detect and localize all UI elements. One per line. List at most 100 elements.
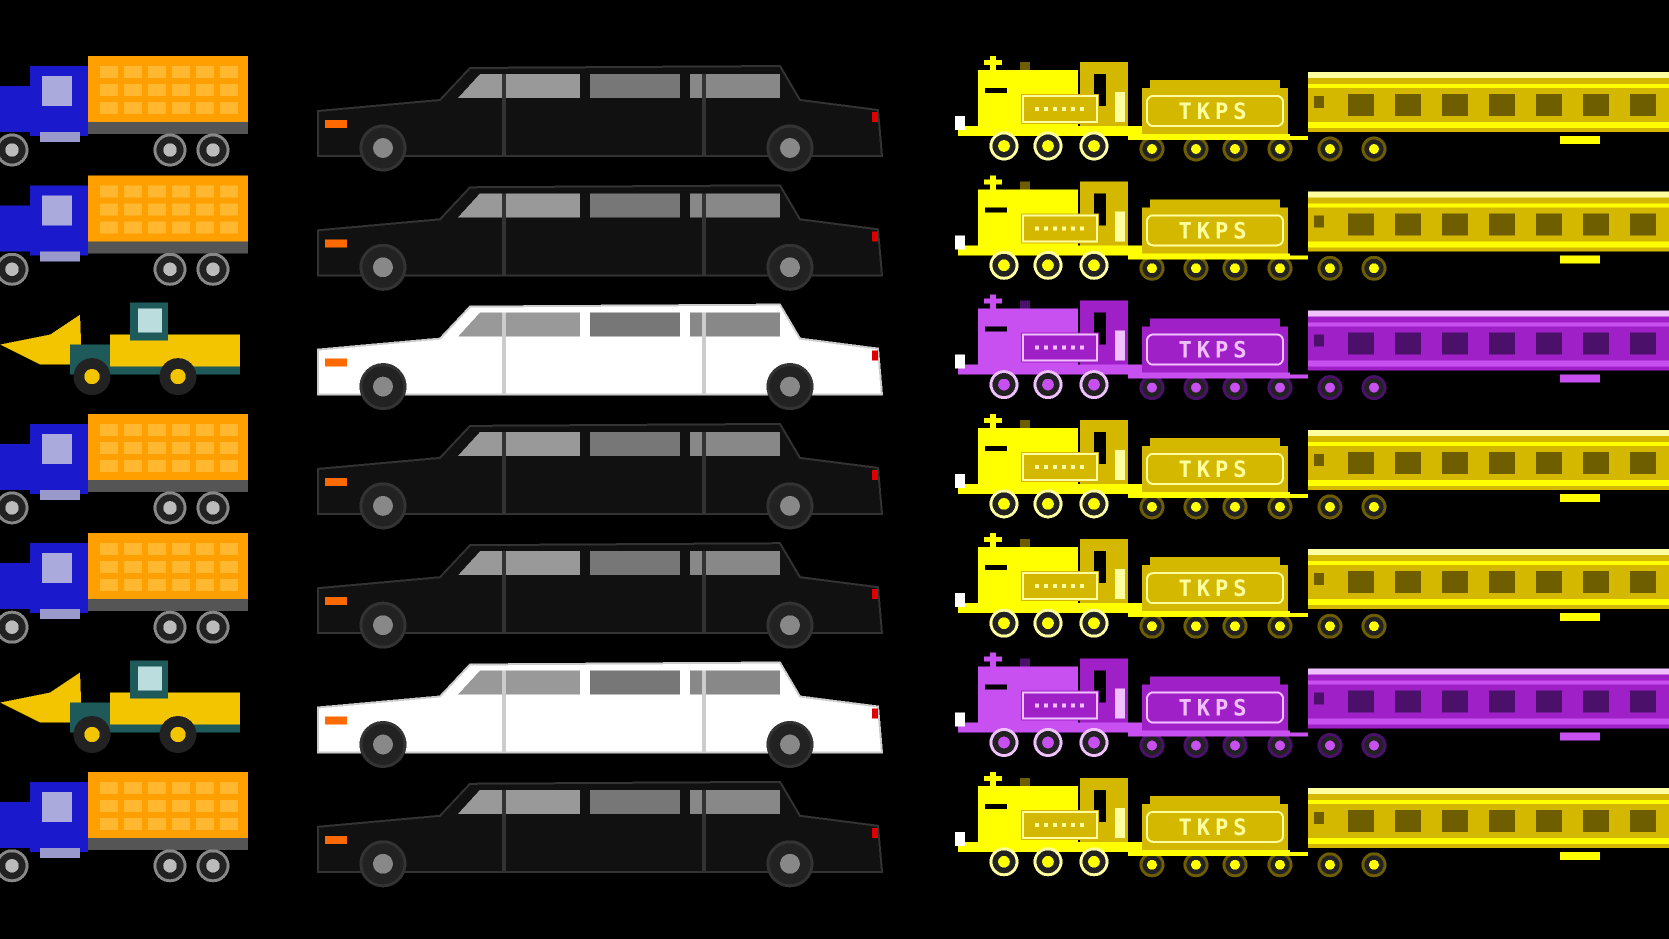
coach-stripe	[1308, 599, 1669, 606]
bed-panel	[100, 799, 118, 812]
coach-stripe	[1308, 441, 1669, 446]
coach-roof	[1308, 429, 1669, 436]
hub	[206, 620, 220, 634]
wheel-loader	[0, 302, 240, 396]
coach-window	[1442, 332, 1468, 355]
loco-wheel	[1033, 608, 1063, 638]
coach-window	[1348, 332, 1374, 355]
bed-panel	[220, 66, 238, 78]
coach-window	[1630, 94, 1656, 116]
tender-wheel	[1222, 733, 1248, 758]
bed-panel	[196, 185, 214, 198]
coach-window	[1583, 451, 1609, 474]
vehicle-row: TKPS	[0, 175, 1669, 291]
door-line	[502, 551, 506, 634]
bed-panel	[148, 203, 166, 216]
bed-panel	[220, 579, 238, 592]
dump-truck	[0, 771, 248, 883]
hub	[998, 736, 1010, 749]
door-line	[502, 670, 506, 753]
tender-wheel	[1222, 852, 1248, 878]
bed-panel	[100, 221, 118, 234]
truck-wheel	[153, 491, 187, 525]
chassis	[80, 479, 248, 492]
nameplate	[1021, 809, 1099, 840]
train-purple: TKPS	[955, 652, 1669, 758]
taillight	[872, 112, 878, 122]
tender-wheel	[1267, 375, 1293, 401]
coach-window	[1395, 690, 1421, 713]
hub	[1042, 498, 1054, 510]
coach-stripe	[1308, 799, 1669, 804]
dump-truck	[0, 175, 248, 286]
buffer	[955, 116, 965, 130]
coach-window	[1489, 571, 1515, 594]
hub	[1275, 501, 1285, 512]
bed-panel	[100, 817, 118, 830]
coach-stripe	[1308, 360, 1669, 367]
coach-window	[1314, 811, 1324, 824]
hub	[1042, 140, 1054, 152]
loco-frame	[958, 722, 1148, 733]
coach-window	[1536, 213, 1562, 236]
bed-panel	[124, 799, 142, 812]
taillight	[872, 350, 878, 361]
tender-plate	[1146, 452, 1284, 485]
rivet	[1080, 584, 1084, 589]
taillight	[872, 708, 878, 719]
rivet	[1053, 822, 1057, 827]
limo-window	[590, 312, 680, 337]
boiler-band	[985, 207, 1007, 213]
tender-label: TKPS	[1179, 339, 1252, 364]
rivet	[1062, 107, 1066, 111]
coach-wheel	[1317, 136, 1343, 162]
limo-window	[590, 789, 680, 814]
chassis	[80, 837, 248, 850]
door-line	[502, 312, 506, 395]
bed-panel	[124, 102, 142, 114]
truck-wheel	[153, 849, 187, 883]
vehicle-row: TKPS	[0, 771, 1669, 888]
hub	[1191, 144, 1201, 154]
bed-panel	[100, 203, 118, 216]
hub	[780, 257, 800, 278]
boiler-band	[985, 684, 1007, 690]
loader-window	[138, 308, 162, 333]
bed-panel	[196, 799, 214, 812]
coach-window	[1583, 690, 1609, 713]
tender-wheel	[1267, 613, 1293, 639]
tender: TKPS	[1139, 318, 1293, 401]
bed-panel	[172, 441, 190, 454]
vehicle-row: TKPS	[0, 413, 1669, 530]
dome	[1020, 62, 1030, 76]
bed-panel	[172, 817, 190, 830]
limo-window	[458, 670, 580, 695]
rivet	[1044, 703, 1048, 708]
coupler	[1128, 851, 1308, 856]
hub	[84, 368, 100, 385]
hub	[780, 734, 800, 755]
bed-panel	[148, 102, 166, 114]
hub	[1369, 740, 1379, 751]
limo-window	[458, 74, 580, 98]
tender-wheel	[1139, 255, 1165, 281]
hub	[373, 853, 393, 874]
tender-label: TKPS	[1179, 100, 1252, 125]
tender: TKPS	[1139, 80, 1293, 162]
bed-panel	[196, 817, 214, 830]
coach-wheel	[1361, 494, 1387, 520]
rivet	[1053, 107, 1057, 111]
bed-panel	[124, 579, 142, 592]
bed-panel	[172, 579, 190, 592]
hub	[5, 143, 19, 157]
coach-wheel	[1317, 852, 1343, 878]
nameplate	[1021, 451, 1099, 482]
bed-panel	[100, 561, 118, 574]
tender-wheel	[1267, 852, 1293, 878]
limo-wheel	[359, 840, 407, 888]
tender: TKPS	[1139, 437, 1293, 520]
coach-stripe	[1308, 322, 1669, 327]
coach-window	[1442, 451, 1468, 474]
limo-wheel	[359, 243, 407, 291]
headlight	[325, 716, 347, 725]
